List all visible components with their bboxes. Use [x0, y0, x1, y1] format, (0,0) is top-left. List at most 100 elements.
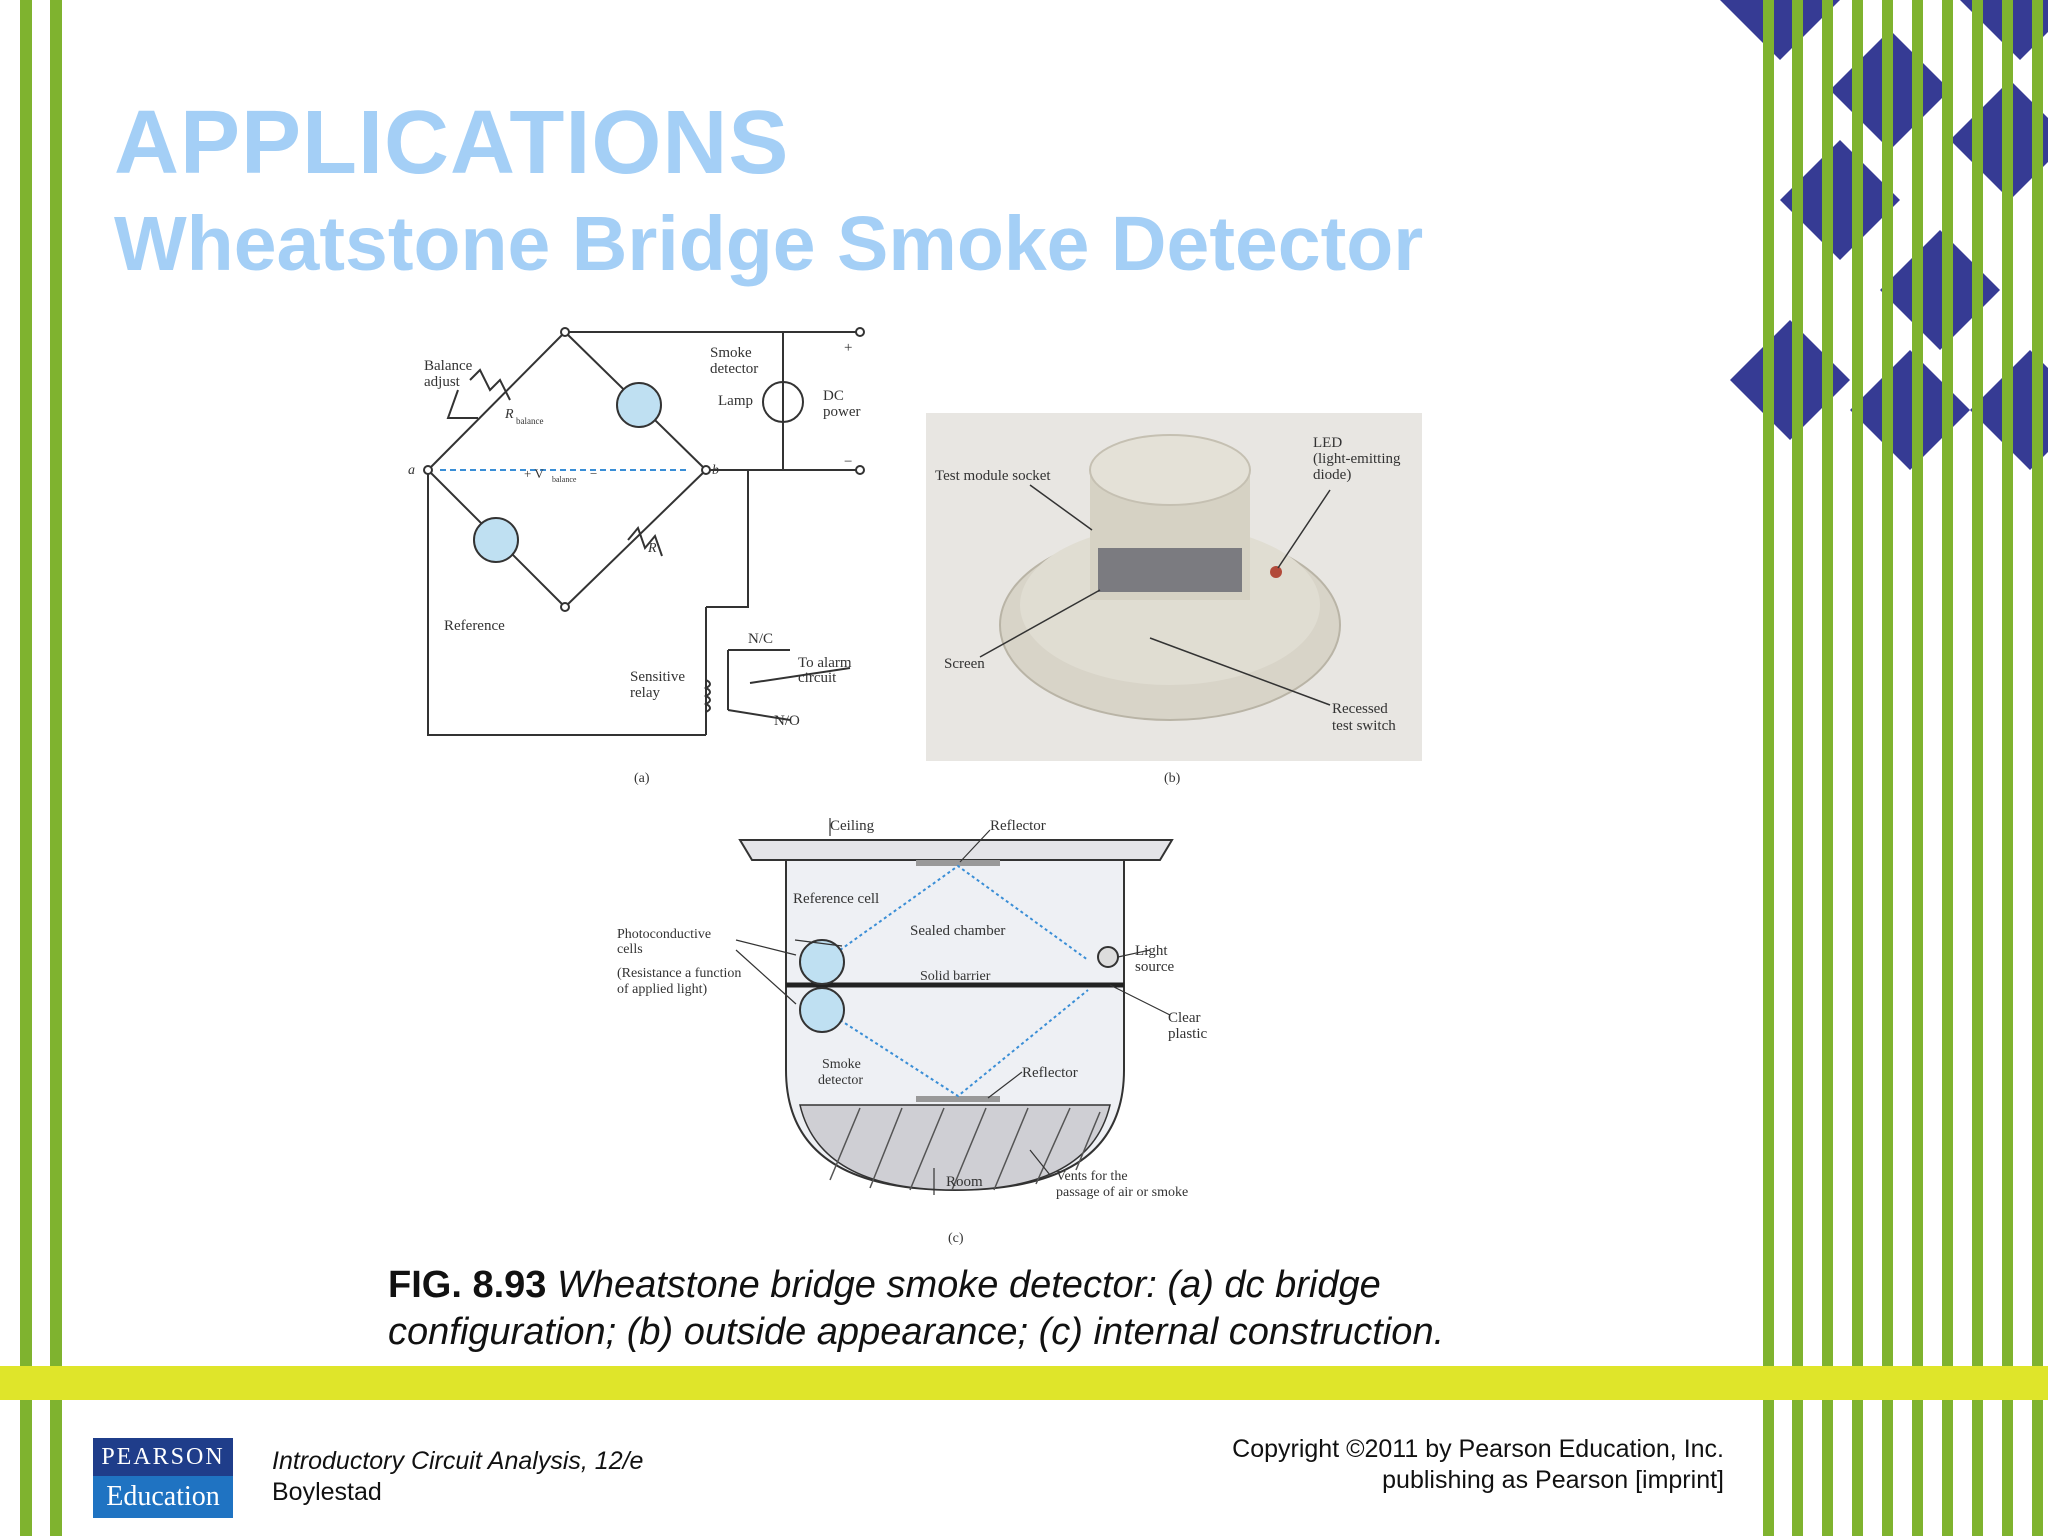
svg-text:detector: detector	[710, 361, 758, 377]
reference-label: Reference	[444, 618, 505, 634]
logo-bottom-text: Education	[93, 1476, 233, 1518]
figure-caption: FIG. 8.93 Wheatstone bridge smoke detect…	[388, 1262, 1588, 1356]
svg-text:relay: relay	[630, 685, 660, 701]
decorative-pattern	[1720, 0, 2048, 1536]
svg-text:Vents for the: Vents for the	[1056, 1169, 1128, 1184]
bridge-circuit	[427, 331, 860, 736]
svg-text:+ V: + V	[524, 466, 544, 481]
svg-text:To alarm: To alarm	[798, 655, 852, 671]
svg-text:Test module socket: Test module socket	[935, 468, 1051, 484]
balance-adjust-label-2: adjust	[424, 374, 461, 390]
svg-text:plastic: plastic	[1168, 1026, 1207, 1042]
svg-text:balance: balance	[552, 475, 577, 484]
smoke-photocell	[799, 987, 845, 1033]
to-alarm-label-2: circuit	[798, 670, 837, 686]
node-b-label: b	[712, 463, 719, 478]
part-b-label: (b)	[1164, 771, 1181, 786]
node-a-label: a	[408, 463, 415, 478]
copyright: Copyright ©2011 by Pearson Education, In…	[1232, 1434, 1724, 1496]
svg-text:of applied light): of applied light)	[617, 982, 708, 997]
svg-text:R: R	[504, 407, 514, 422]
svg-text:balance: balance	[516, 416, 543, 426]
svg-text:Lamp: Lamp	[718, 393, 753, 409]
left-stripe-1	[20, 0, 32, 1536]
book-title: Introductory Circuit Analysis, 12/e	[272, 1447, 644, 1475]
vents-label-1: Vents for the	[1056, 1169, 1128, 1184]
logo-top-text: PEARSON	[93, 1438, 233, 1476]
photo-cells-label-4: of applied light)	[617, 982, 708, 997]
svg-text:Room: Room	[946, 1174, 983, 1190]
photo-cells-label-2: cells	[617, 942, 643, 957]
svg-text:(Resistance a function: (Resistance a function	[617, 966, 741, 981]
pearson-logo: PEARSON Education	[93, 1438, 233, 1518]
svg-text:Screen: Screen	[944, 656, 985, 672]
reference-cell-label: Reference cell	[793, 891, 879, 907]
led-label-1: LED	[1313, 435, 1342, 451]
r-balance-sub: balance	[516, 416, 543, 426]
svg-text:Reference: Reference	[444, 618, 505, 634]
relay-label-2: relay	[630, 685, 660, 701]
left-stripe-2	[50, 0, 62, 1536]
ceiling-label: Ceiling	[830, 818, 875, 834]
svg-text:DC: DC	[823, 388, 844, 404]
part-a-label: (a)	[634, 771, 650, 786]
smoke-detector-cell	[616, 382, 662, 428]
smoke-detector-label-1: Smoke	[710, 345, 752, 361]
svg-text:(a): (a)	[634, 771, 650, 786]
relay-label-1: Sensitive	[630, 669, 685, 685]
caption-text-2: configuration; (b) outside appearance; (…	[388, 1311, 1445, 1353]
clear-plastic-label-1: Clear	[1168, 1010, 1200, 1026]
caption-line-1: FIG. 8.93 Wheatstone bridge smoke detect…	[388, 1262, 1588, 1309]
svg-text:Smoke: Smoke	[822, 1057, 861, 1072]
smoke-detector-label-2: detector	[710, 361, 758, 377]
caption-fig-number: FIG. 8.93	[388, 1264, 547, 1306]
minus-label: −	[844, 454, 852, 470]
svg-text:a: a	[408, 463, 415, 478]
recessed-label-1: Recessed	[1332, 701, 1388, 717]
light-source-label-1: Light	[1135, 943, 1168, 959]
part-c-label: (c)	[948, 1231, 964, 1246]
led-label-2: (light-emitting	[1313, 451, 1401, 467]
svg-text:passage of air or smoke: passage of air or smoke	[1056, 1185, 1188, 1200]
v-balance-sub: balance	[552, 475, 577, 484]
yellow-band	[0, 1366, 2048, 1400]
svg-text:Balance: Balance	[424, 358, 473, 374]
svg-text:+: +	[844, 340, 852, 356]
svg-text:N/C: N/C	[748, 631, 773, 647]
recessed-label-2: test switch	[1332, 718, 1396, 734]
svg-text:diode): diode)	[1313, 467, 1351, 483]
balance-adjust-label-1: Balance	[424, 358, 473, 374]
smoke-detector-c-label-2: detector	[818, 1073, 863, 1088]
light-source-bulb	[1097, 946, 1119, 968]
photo-cells-label-1: Photoconductive	[617, 927, 711, 942]
to-alarm-label-1: To alarm	[798, 655, 852, 671]
svg-text:(light-emitting: (light-emitting	[1313, 451, 1401, 467]
svg-text:circuit: circuit	[798, 670, 837, 686]
nc-label: N/C	[748, 631, 773, 647]
svg-text:Reflector: Reflector	[990, 818, 1046, 834]
lamp-label: Lamp	[718, 393, 753, 409]
led-label-3: diode)	[1313, 467, 1351, 483]
svg-text:test switch: test switch	[1332, 718, 1396, 734]
svg-text:Sealed chamber: Sealed chamber	[910, 923, 1005, 939]
copyright-line-2: publishing as Pearson [imprint]	[1382, 1466, 1724, 1494]
svg-text:Recessed: Recessed	[1332, 701, 1388, 717]
svg-text:cells: cells	[617, 942, 643, 957]
figure-8-93: Balance adjust R balance Smoke detector …	[408, 327, 1422, 1246]
room-label: Room	[946, 1174, 983, 1190]
svg-text:detector: detector	[818, 1073, 863, 1088]
reflector-bottom-label: Reflector	[1022, 1065, 1078, 1081]
svg-text:−: −	[590, 466, 597, 481]
svg-text:−: −	[844, 454, 852, 470]
svg-text:Reference cell: Reference cell	[793, 891, 879, 907]
dc-power-label-1: DC	[823, 388, 844, 404]
led-dot	[1270, 566, 1282, 578]
r-balance-label: R	[504, 407, 514, 422]
svg-text:LED: LED	[1313, 435, 1342, 451]
slide-subtitle: Wheatstone Bridge Smoke Detector	[114, 201, 1424, 287]
slide-title: APPLICATIONS	[114, 93, 790, 193]
svg-text:Sensitive: Sensitive	[630, 669, 685, 685]
book-info: Introductory Circuit Analysis, 12/e Boyl…	[272, 1446, 643, 1508]
svg-text:adjust: adjust	[424, 374, 461, 390]
svg-text:Ceiling: Ceiling	[830, 818, 875, 834]
